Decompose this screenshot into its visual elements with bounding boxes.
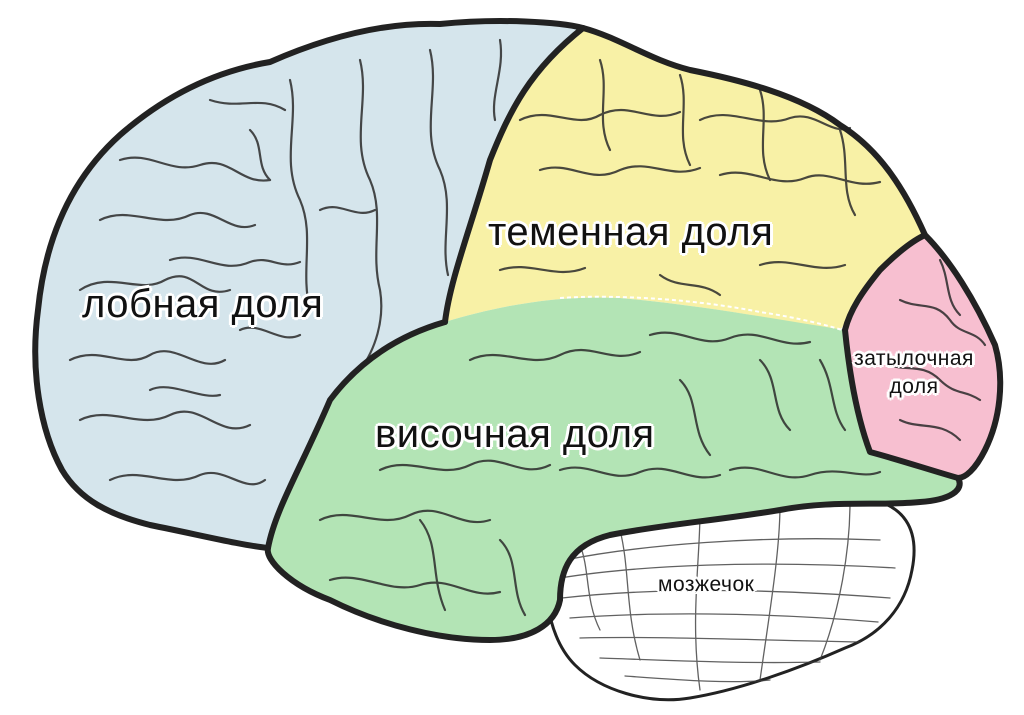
gyri-lines	[68, 38, 987, 617]
parietal-lobe-region	[445, 28, 925, 330]
central-sulcus	[442, 25, 586, 325]
label-occipital-lobe: затылочная доля	[824, 345, 1004, 401]
label-temporal-lobe: височная доля	[375, 412, 655, 456]
frontal-outline	[32, 18, 586, 551]
occipital-lobe-region	[845, 235, 1001, 478]
label-frontal-lobe: лобная доля	[82, 282, 324, 326]
label-cerebellum: мозжечок	[658, 573, 755, 596]
parieto-occipital-line	[842, 232, 961, 481]
label-occipital-line1: затылочная	[854, 347, 974, 370]
label-occipital-line2: доля	[889, 375, 939, 398]
temporal-outline	[264, 475, 963, 643]
boundary-dash	[559, 295, 843, 331]
lateral-sulcus	[265, 319, 448, 551]
parietal-outline	[580, 25, 1004, 481]
temporal-lobe-region	[267, 297, 960, 640]
cerebellum-region	[544, 494, 916, 702]
label-parietal-lobe: теменная доля	[488, 210, 774, 254]
frontal-lobe-region	[35, 21, 583, 548]
